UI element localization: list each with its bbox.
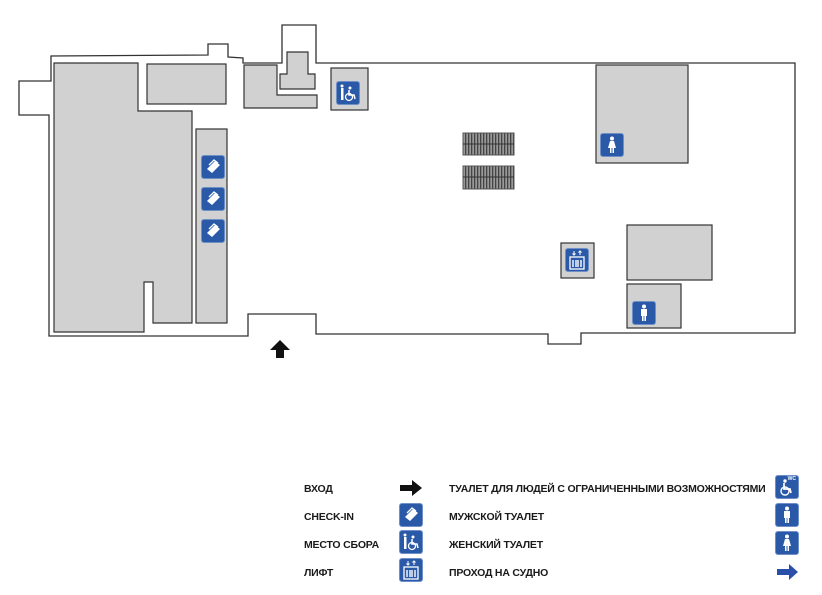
room-stair-block [279, 51, 316, 90]
floor-plan [18, 24, 796, 358]
legend-entrance-label: ВХОД [304, 483, 333, 495]
female-toilet-icon [775, 531, 799, 555]
legend-elevator-label: ЛИФТ [304, 567, 334, 579]
legend-female-toilet-label: ЖЕНСКИЙ ТУАЛЕТ [449, 539, 543, 551]
accessible-toilet-icon: WC [775, 475, 799, 499]
room-large-left [53, 62, 193, 333]
male-toilet-icon [632, 301, 656, 325]
male-toilet-icon [775, 503, 799, 527]
check-in-icon [201, 219, 225, 243]
check-in-icon [399, 503, 423, 527]
check-in-icon [201, 155, 225, 179]
assembly-point-icon [399, 530, 423, 554]
assembly-point-icon [336, 81, 360, 105]
entrance-arrow-icon [400, 480, 422, 496]
room-right [626, 224, 713, 281]
entrance-arrow-icon [270, 340, 290, 358]
elevator-icon [565, 248, 589, 272]
legend-check-in-label: CHECK-IN [304, 511, 354, 523]
legend-male-toilet-label: МУЖСКОЙ ТУАЛЕТ [449, 511, 544, 523]
room-top-middle [243, 64, 318, 109]
check-in-icon [201, 187, 225, 211]
escalator-1 [462, 132, 515, 156]
legend-accessible-toilet-label: ТУАЛЕТ ДЛЯ ЛЮДЕЙ С ОГРАНИЧЕННЫМИ ВОЗМОЖН… [449, 483, 766, 495]
female-toilet-icon [600, 133, 624, 157]
room-top-left [146, 63, 227, 105]
wc-badge: WC [787, 476, 796, 482]
escalator-2 [462, 165, 515, 190]
ship-passage-arrow-icon [777, 564, 798, 580]
elevator-icon [399, 558, 423, 582]
legend-ship-passage-label: ПРОХОД НА СУДНО [449, 567, 549, 579]
legend-assembly-label: МЕСТО СБОРА [304, 539, 380, 551]
building-outline [18, 24, 796, 345]
